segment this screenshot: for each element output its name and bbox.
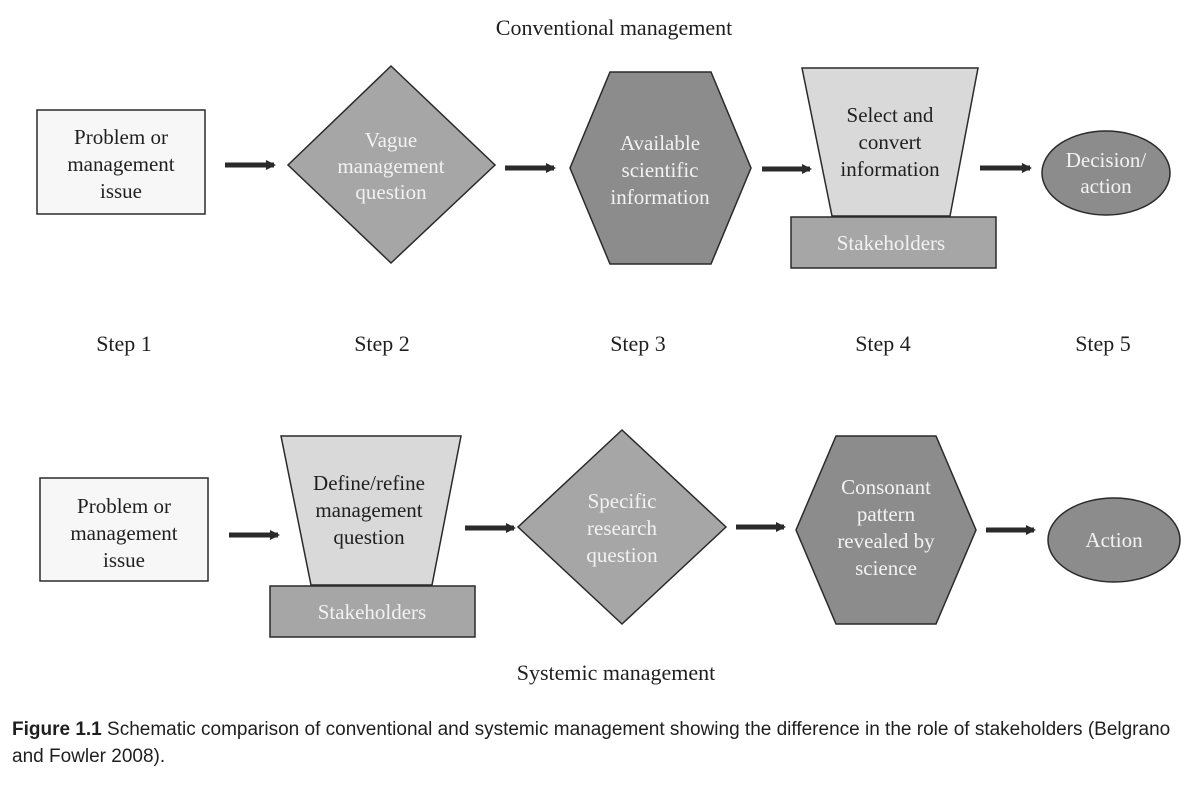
systemic-title: Systemic management	[517, 660, 716, 685]
hexagon-line-3: information	[610, 185, 710, 209]
step-3-label: Step 3	[610, 331, 666, 356]
diamond-line-2: research	[587, 516, 657, 540]
box-line-3: issue	[103, 548, 145, 572]
hexagon-line-2: scientific	[622, 158, 699, 182]
conventional-title: Conventional management	[496, 15, 732, 40]
caption-text: Schematic comparison of conventional and…	[12, 719, 1171, 767]
box-line-3: issue	[100, 179, 142, 203]
figure-caption: Figure 1.1 Schematic comparison of conve…	[12, 716, 1192, 770]
funnel-line-1: Define/refine	[313, 471, 425, 495]
conventional-stakeholders-bar: Stakeholders	[790, 216, 997, 269]
hexagon-line-3: revealed by	[837, 529, 935, 553]
stakeholders-label: Stakeholders	[318, 600, 426, 624]
diamond-line-2: management	[337, 154, 444, 178]
diamond-line-3: question	[586, 543, 658, 567]
ellipse-line-1: Action	[1085, 528, 1143, 552]
funnel-line-3: information	[840, 157, 940, 181]
conventional-vague-question-diamond: Vague management question	[286, 64, 497, 265]
hexagon-line-4: science	[855, 556, 917, 580]
step-4-label: Step 4	[855, 331, 911, 356]
diamond-line-3: question	[355, 180, 427, 204]
diamond-line-1: Vague	[365, 128, 417, 152]
systemic-consonant-pattern-hexagon: Consonant pattern revealed by science	[795, 435, 977, 625]
systemic-action-ellipse: Action	[1047, 497, 1181, 583]
step-2-label: Step 2	[354, 331, 410, 356]
systemic-specific-question-diamond: Specific research question	[516, 428, 728, 626]
ellipse-line-2: action	[1080, 174, 1132, 198]
step-1-label: Step 1	[96, 331, 152, 356]
conventional-select-convert-funnel: Select and convert information	[801, 67, 979, 217]
hexagon-line-1: Available	[620, 131, 700, 155]
hexagon-line-2: pattern	[857, 502, 916, 526]
box-line-1: Problem or	[74, 125, 168, 149]
box-line-1: Problem or	[77, 494, 171, 518]
figure-label: Figure 1.1	[12, 719, 102, 740]
funnel-line-1: Select and	[847, 103, 934, 127]
diamond-line-1: Specific	[588, 489, 657, 513]
conventional-decision-action-ellipse: Decision/ action	[1041, 130, 1171, 216]
step-5-label: Step 5	[1075, 331, 1131, 356]
box-line-2: management	[70, 521, 177, 545]
stakeholders-label: Stakeholders	[837, 231, 945, 255]
funnel-line-3: question	[333, 525, 405, 549]
funnel-line-2: management	[315, 498, 422, 522]
ellipse-line-1: Decision/	[1066, 148, 1147, 172]
funnel-line-2: convert	[859, 130, 922, 154]
systemic-define-refine-funnel: Define/refine management question	[280, 435, 462, 586]
systemic-stakeholders-bar: Stakeholders	[269, 585, 476, 638]
box-line-2: management	[67, 152, 174, 176]
hexagon-line-1: Consonant	[841, 475, 931, 499]
systemic-problem-box: Problem or management issue	[39, 477, 209, 582]
conventional-problem-box: Problem or management issue	[36, 109, 206, 215]
conventional-scientific-info-hexagon: Available scientific information	[569, 71, 752, 265]
